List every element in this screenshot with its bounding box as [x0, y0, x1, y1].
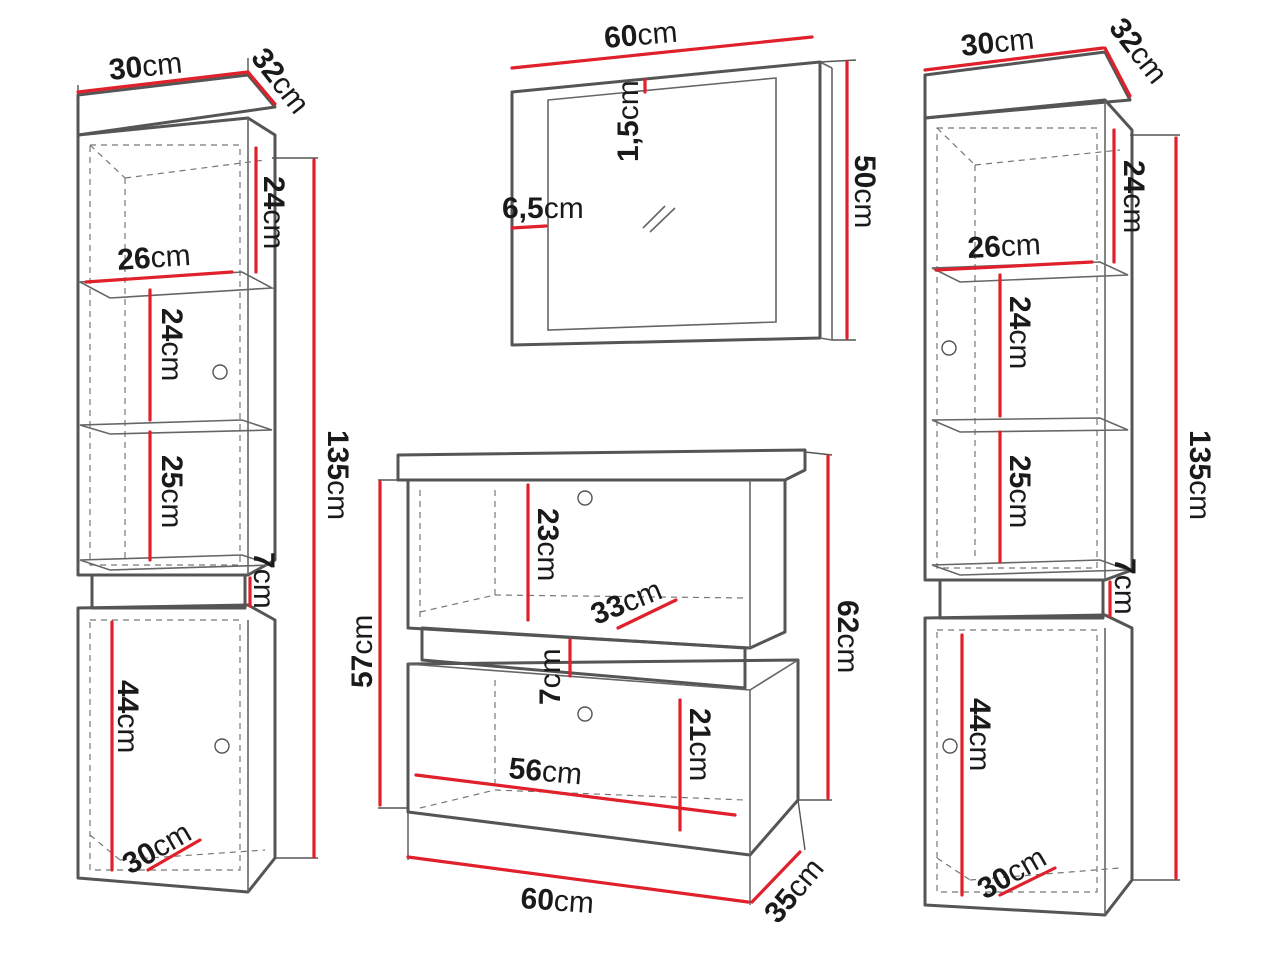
vanity-width-line [406, 855, 750, 904]
left-bottom-depth-line [146, 838, 202, 872]
mirror-height-label: 50cm [848, 155, 881, 228]
vanity-lower-inner-label: 21cm [683, 708, 716, 781]
left-top-shelf-label: 24cm [257, 176, 290, 249]
left-height-label: 135cm [321, 430, 354, 520]
right-bottom-depth-label: 30cm [972, 841, 1052, 906]
vanity-total-height-label: 62cm [831, 600, 864, 673]
vanity-gap-label: 7cm [534, 648, 567, 705]
right-top-shelf-label: 24cm [1117, 160, 1150, 233]
mirror [510, 35, 857, 347]
left-width-line [76, 70, 250, 94]
vanity-width-label: 60cm [520, 882, 595, 920]
left-tall-cabinet [76, 58, 318, 894]
right-depth-line [1103, 46, 1132, 98]
right-gap-label: 7cm [1108, 558, 1141, 615]
left-inner-width-line [84, 270, 234, 284]
left-width-label: 30cm [107, 46, 183, 86]
mirror-frame-side-label: 6,5cm [502, 192, 584, 225]
right-bottom-label: 44cm [963, 698, 996, 771]
vanity-depth-label: 35cm [758, 852, 830, 929]
mirror-width-line [510, 35, 814, 70]
left-shelf-2-label: 24cm [155, 308, 188, 381]
right-shelf-3-label: 25cm [1003, 455, 1036, 528]
right-width-label: 30cm [959, 22, 1035, 62]
right-inner-width-label: 26cm [967, 228, 1042, 265]
right-tall-cabinet [923, 46, 1180, 917]
left-bottom-depth-label: 30cm [117, 816, 197, 881]
left-shelf-3-label: 25cm [155, 455, 188, 528]
left-inner-width-label: 26cm [116, 239, 191, 277]
vanity-depth-line [750, 850, 802, 904]
right-shelf-2-label: 24cm [1003, 296, 1036, 369]
mirror-width-label: 60cm [603, 16, 679, 55]
left-bottom-label: 44cm [111, 680, 144, 753]
right-height-label: 135cm [1183, 430, 1216, 520]
vanity-body-height-label: 57cm [346, 615, 379, 688]
vanity-inner-width-label: 56cm [507, 752, 583, 791]
right-inner-width-line [934, 260, 1094, 272]
right-width-line [923, 46, 1105, 72]
right-bottom-depth-line [998, 866, 1057, 897]
vanity-upper-depth-line [616, 598, 678, 630]
mirror-frame-side-line [510, 224, 548, 230]
vanity-inner-width-line [414, 773, 737, 817]
center-vanity [378, 448, 833, 905]
right-depth-label: 32cm [1102, 12, 1173, 90]
left-gap-label: 7cm [247, 552, 280, 609]
left-depth-line [246, 70, 277, 106]
vanity-upper-inner-label: 23cm [531, 508, 564, 581]
mirror-frame-top-label: 1,5cm [612, 80, 645, 162]
